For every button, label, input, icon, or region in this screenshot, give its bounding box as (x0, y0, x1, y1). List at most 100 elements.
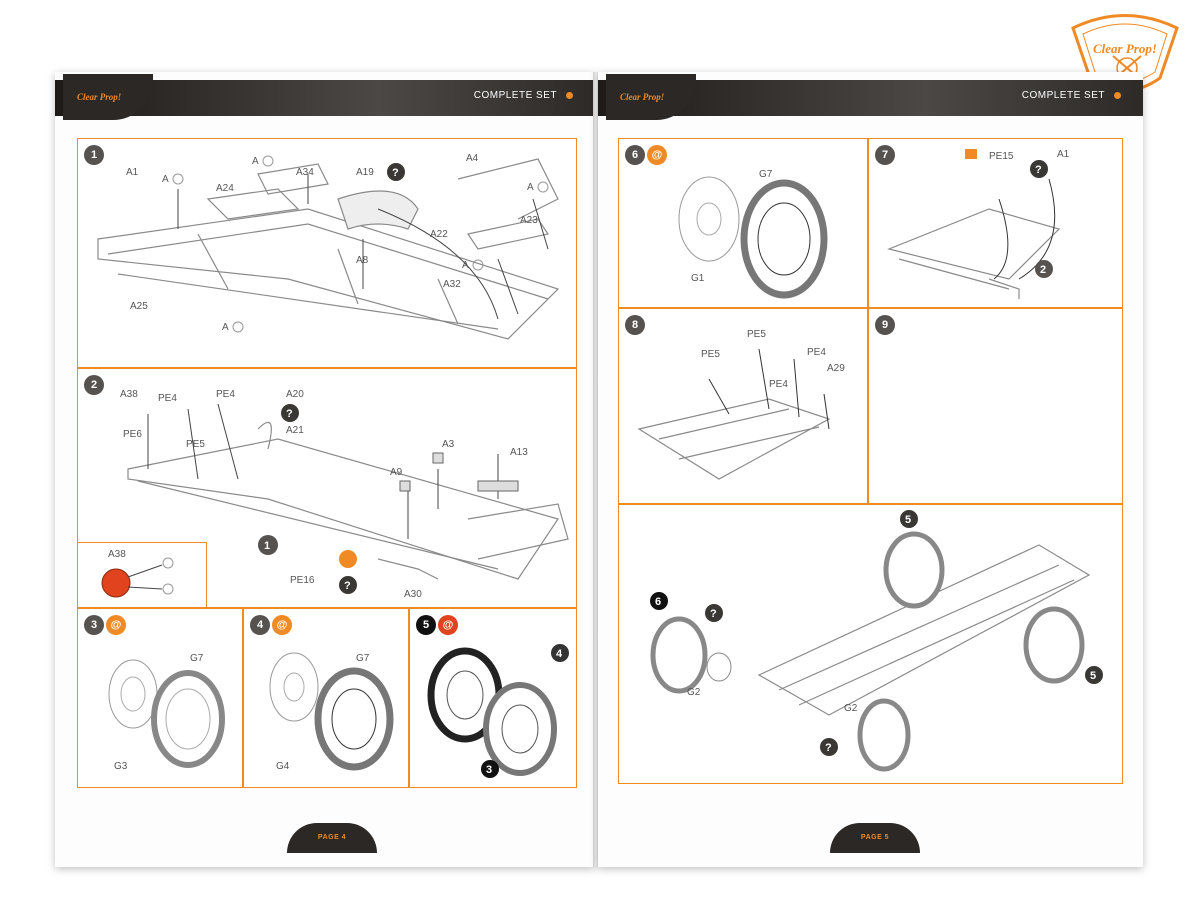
question-mark: ? (344, 580, 351, 592)
question-mark: ? (825, 742, 832, 754)
part-label: A20 (286, 389, 304, 400)
part-label: A23 (520, 215, 538, 226)
part-label: A32 (443, 279, 461, 290)
step-9-diagram: G2 G2 5 6 5 6 ? ? (650, 510, 1103, 785)
part-label: G4 (276, 761, 290, 772)
right-logo-text: Clear Prop! (620, 92, 665, 102)
glue-marker-letter: A (162, 174, 169, 185)
wheel-diagram: G7 G3 (108, 653, 225, 772)
step-8-diagram: PE5 PE5 PE4 PE4 A29 (637, 329, 845, 480)
page-number: PAGE 4 (317, 834, 347, 841)
wheel-diagram: 4 3 (427, 644, 569, 778)
step-6-number: 6 (625, 145, 645, 165)
part-label: A25 (130, 301, 148, 312)
glue-marker-letter: A (252, 156, 259, 167)
step-4-panel: 4 @ G7 G4 (243, 608, 409, 788)
step-6-panel: 6 @ G7 G1 (618, 138, 868, 308)
question-mark: ? (1035, 164, 1042, 176)
step-8-number: 8 (625, 315, 645, 335)
part-label: A1 (1057, 149, 1070, 160)
step-5-number: 5 (416, 615, 436, 635)
paint-swatch (101, 568, 131, 598)
paint-badge: @ (647, 145, 667, 165)
step-7-panel: 7 PE15 A1 ? 2 (868, 138, 1123, 308)
part-label: PE6 (123, 429, 142, 440)
left-page: Clear Prop! COMPLETE SET 1 (55, 72, 595, 867)
part-label: G1 (691, 273, 705, 284)
question-icon (281, 404, 299, 422)
part-label: A21 (286, 425, 304, 436)
question-icon (705, 604, 723, 622)
step-ref-icon (1035, 260, 1053, 278)
left-header-title: COMPLETE SET (473, 90, 557, 101)
right-header-title: COMPLETE SET (1021, 90, 1105, 101)
question-icon (1030, 160, 1048, 178)
step-5-panel: 5 @ 4 3 (409, 608, 577, 788)
step-2-number: 2 (84, 375, 104, 395)
photo-etch-icon (965, 149, 977, 159)
step-1-diagram: A1 A24 A34 A19 A4 A23 A22 A8 A32 A25 A (97, 153, 560, 340)
part-label: PE16 (290, 575, 315, 586)
question-mark: ? (286, 408, 293, 420)
paint-badge: @ (106, 615, 126, 635)
step-ref-number: 4 (556, 648, 563, 660)
step-8-panel: 8 PE5 PE5 PE4 PE4 A29 (618, 308, 868, 504)
part-label: A9 (390, 467, 403, 478)
step-9-header-panel: 9 (868, 308, 1123, 504)
step-ref-number: 5 (1090, 670, 1096, 682)
page-number: PAGE 5 (860, 834, 890, 841)
part-label: PE5 (186, 439, 205, 450)
step-ref-icon (258, 535, 278, 555)
step-2-diagram: A38 PE4 PE4 PE6 PE5 A20 A21 A3 A9 A13 PE… (120, 389, 569, 600)
part-label: A8 (356, 255, 369, 266)
step-ref-number: 1 (264, 540, 270, 552)
part-label: PE4 (769, 379, 788, 390)
part-label: A38 (120, 389, 138, 400)
part-label: A24 (216, 183, 234, 194)
left-header-dot (566, 92, 573, 99)
step-ref-number: 2 (1040, 264, 1046, 276)
part-label: PE5 (701, 349, 720, 360)
step-ref-number: 6 (655, 596, 661, 608)
step-3-panel: 3 @ G7 G3 (77, 608, 243, 788)
question-mark: ? (710, 608, 717, 620)
part-label: PE4 (807, 347, 826, 358)
question-icon (387, 163, 405, 181)
step-1-panel: 1 (77, 138, 577, 368)
wheel-diagram: G7 G4 (269, 652, 394, 772)
part-label: G7 (759, 169, 773, 180)
part-label: PE15 (989, 151, 1014, 162)
part-label: A34 (296, 167, 314, 178)
part-label: A29 (827, 363, 845, 374)
step-ref-number: 5 (905, 514, 911, 526)
logo-text: Clear Prop! (1093, 41, 1157, 56)
step-9-number: 9 (875, 315, 895, 335)
booklet-spine (593, 72, 599, 867)
paint-badge: @ (438, 615, 458, 635)
part-label: A19 (356, 167, 374, 178)
a38-detail: A38 (101, 549, 174, 598)
step-2-detail-panel: A38 (77, 542, 207, 608)
paint-icon (339, 550, 357, 568)
part-label: A30 (404, 589, 422, 600)
step-ref-number: 3 (486, 764, 492, 776)
part-label: G2 (844, 703, 858, 714)
left-footer-tab: PAGE 4 (287, 823, 377, 853)
part-label: PE5 (747, 329, 766, 340)
part-label: G7 (356, 653, 370, 664)
right-page: Clear Prop! COMPLETE SET 6 @ G7 G1 7 (598, 72, 1143, 867)
step-7-number: 7 (875, 145, 895, 165)
part-label: PE4 (158, 393, 177, 404)
part-label: A3 (442, 439, 455, 450)
step-ref-number: 6 (899, 774, 905, 785)
part-label: A4 (466, 153, 479, 164)
part-label: G2 (687, 687, 701, 698)
glue-marker-letter: A (527, 182, 534, 193)
part-label: A1 (126, 167, 139, 178)
part-label: PE4 (216, 389, 235, 400)
step-3-number: 3 (84, 615, 104, 635)
part-label: A22 (430, 229, 448, 240)
part-label: G7 (190, 653, 204, 664)
clear-prop-logo: Clear Prop! (1071, 14, 1179, 92)
